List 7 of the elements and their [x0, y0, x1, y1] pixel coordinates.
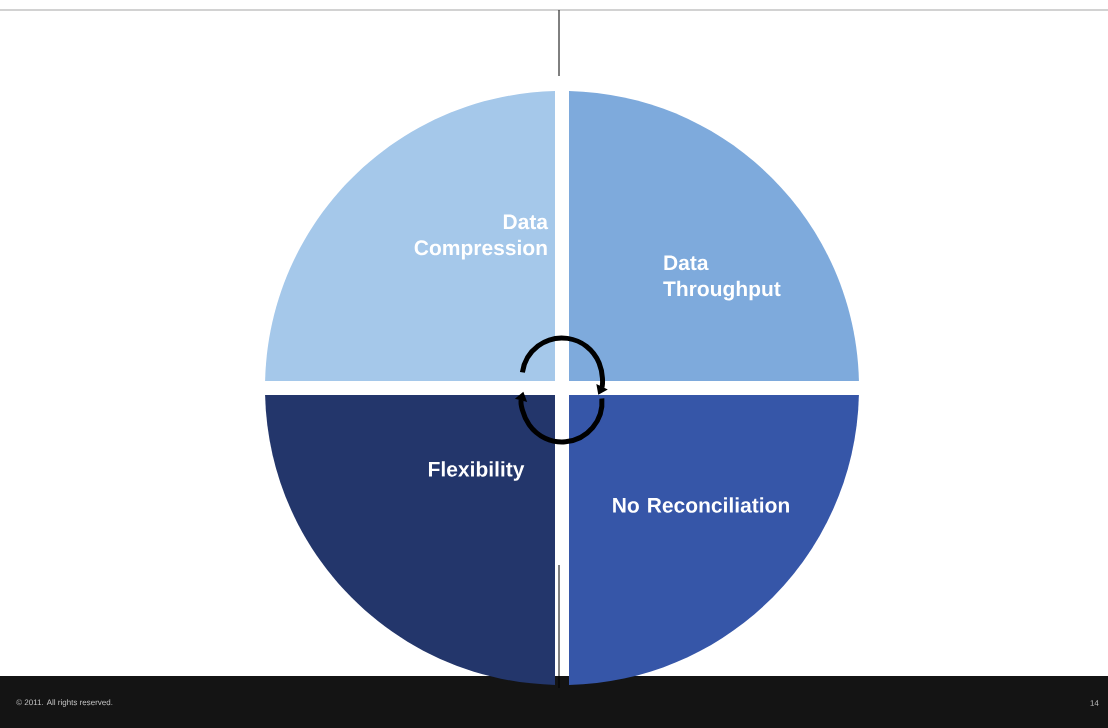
curved-arrow: [519, 335, 608, 395]
quadrant: Flexibility: [265, 395, 555, 685]
quadrant: No Reconciliation: [569, 395, 859, 685]
footer-text: © 2011. All rights reserved.: [16, 699, 113, 707]
quadrant: Data Throughput: [569, 91, 859, 381]
quadrant: Data Compression: [265, 91, 555, 381]
footer-text: 14: [1090, 700, 1099, 706]
